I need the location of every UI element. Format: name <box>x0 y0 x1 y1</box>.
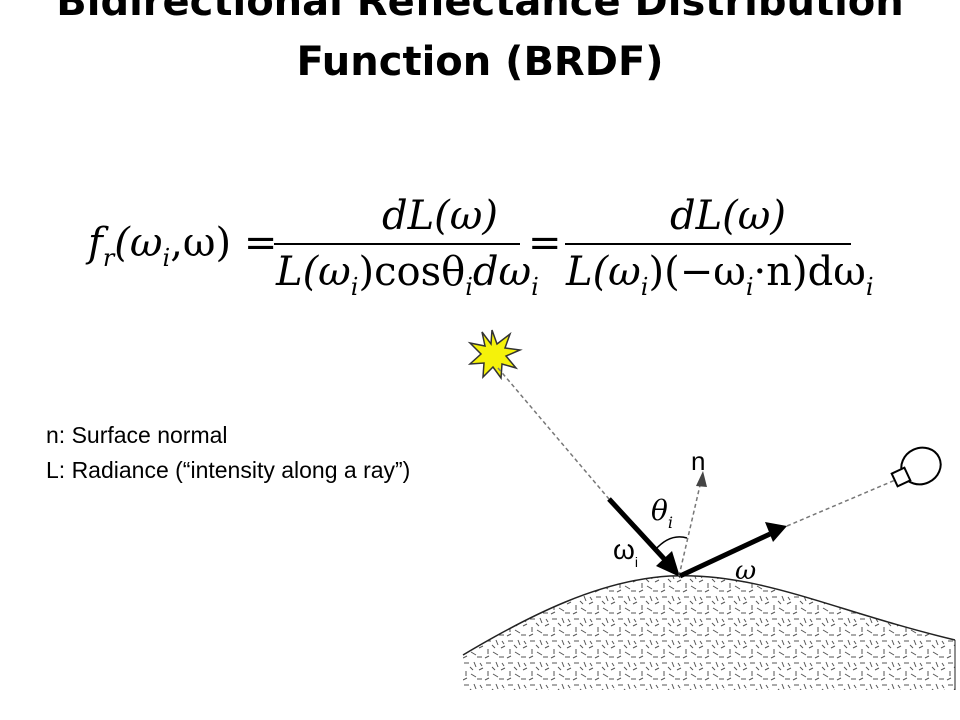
incoming-light-ray <box>497 367 610 500</box>
slide-title-line1: Bidirectional Reflectance Distribution <box>56 0 904 25</box>
fraction2-numerator: dL(ω) <box>670 193 786 239</box>
slide-title-line2: Function (BRDF) <box>296 39 664 85</box>
fraction2-bar <box>565 243 851 245</box>
surface-normal-arrow <box>678 471 707 577</box>
legend-radiance: L: Radiance (“intensity along a ray”) <box>46 457 411 483</box>
outgoing-label: ω <box>735 556 756 586</box>
outgoing-direction-arrow <box>678 522 787 579</box>
formula-equals: = <box>528 220 562 266</box>
fraction1-denominator: L(ωi)cosθidωi <box>276 249 539 301</box>
camera-icon <box>890 446 942 488</box>
fraction1-bar <box>274 243 520 245</box>
fraction1-numerator: dL(ω) <box>382 193 498 239</box>
normal-label: n <box>691 446 705 476</box>
formula-lhs: fr(ωi,ω) = <box>88 220 278 272</box>
slide-title: Bidirectional Reflectance Distribution F… <box>0 0 960 92</box>
incoming-label: ωi <box>613 534 638 570</box>
theta-arc <box>654 536 688 551</box>
legend-normal: n: Surface normal <box>46 422 228 448</box>
sun-burst-icon <box>467 329 523 381</box>
surface <box>462 574 956 690</box>
legend: n: Surface normal L: Radiance (“intensit… <box>46 418 410 488</box>
brdf-formula: fr(ωi,ω) = dL(ω) L(ωi)cosθidωi = dL(ω) L… <box>88 190 878 301</box>
incoming-direction-arrow <box>607 497 680 577</box>
outgoing-view-ray <box>786 477 901 527</box>
fraction2-denominator: L(ωi)(−ωi·n)dωi <box>566 249 874 301</box>
theta-label: θi <box>651 494 673 532</box>
